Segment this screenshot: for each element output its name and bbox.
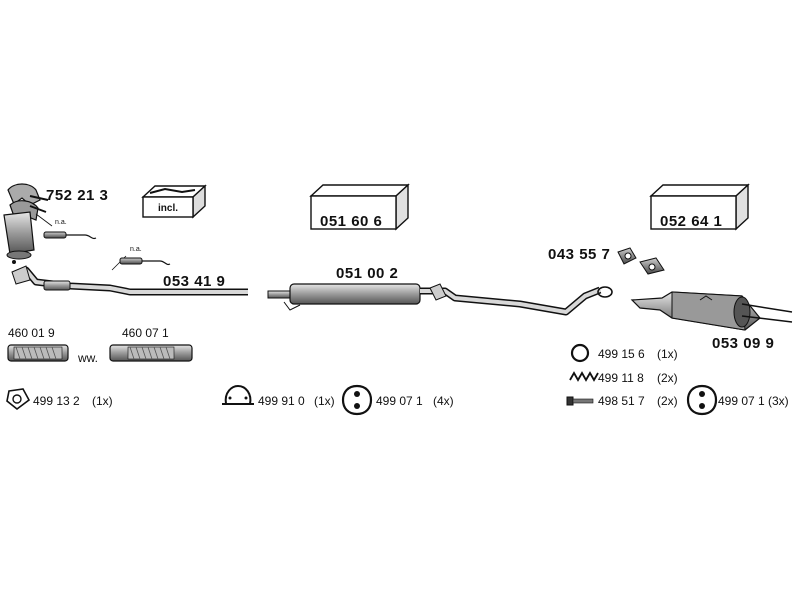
middle-silencer-icon[interactable]	[267, 283, 613, 316]
rear-hanger-label: 043 55 7	[548, 246, 611, 263]
flex-pipe-1-icon[interactable]	[7, 344, 69, 362]
mount-kit-box-1-icon[interactable]	[309, 183, 410, 231]
accessory-part-label: 498 51 7	[598, 394, 645, 408]
flex-separator-label: ww.	[78, 351, 99, 365]
accessory-qty-label: (1x)	[657, 347, 678, 361]
sensor-note-1: n.a.	[55, 219, 67, 226]
flex-pipe-2-icon[interactable]	[109, 344, 193, 362]
accessory-part-label: 499 13 2	[33, 394, 80, 408]
catalytic-converter-label: 752 21 3	[46, 187, 109, 204]
incl-label: incl.	[158, 203, 179, 214]
accessory-part-label: 499 11 8	[598, 371, 644, 385]
mount-kit-box-2-icon[interactable]	[649, 183, 750, 231]
mount-kit-1-label: 051 60 6	[320, 213, 383, 230]
rubber-mount-icon	[341, 384, 373, 416]
rubber-mount-icon	[686, 384, 718, 416]
accessory-part-label: 499 15 6	[598, 347, 645, 361]
accessory-qty-label: (1x)	[92, 394, 113, 408]
accessory-qty-label: (1x)	[314, 394, 335, 408]
catalytic-converter-icon[interactable]	[3, 183, 49, 264]
rear-hanger-icon[interactable]	[617, 247, 665, 275]
accessory-part-label: 499 91 0	[258, 394, 305, 408]
oxygen-sensor-1-icon[interactable]	[35, 213, 97, 240]
front-pipe-icon[interactable]	[11, 265, 248, 296]
flex-pipe-2-label: 460 07 1	[122, 326, 169, 340]
oxygen-sensor-2-icon[interactable]	[111, 255, 171, 271]
middle-silencer-label: 051 00 2	[336, 265, 399, 282]
clamp-icon	[222, 384, 254, 405]
sensor-note-2: n.a.	[130, 246, 142, 253]
spring-icon	[569, 371, 599, 382]
mount-kit-2-label: 052 64 1	[660, 213, 723, 230]
rear-silencer-icon[interactable]	[630, 291, 793, 331]
accessory-part-label: 499 07 1	[718, 394, 765, 408]
bolt-icon	[566, 396, 594, 406]
accessory-qty-label: (2x)	[657, 394, 678, 408]
accessory-part-label: 499 07 1	[376, 394, 423, 408]
accessory-qty-label: (2x)	[657, 371, 678, 385]
ring-icon	[570, 343, 590, 363]
accessory-qty-label: (4x)	[433, 394, 454, 408]
front-pipe-label: 053 41 9	[163, 273, 226, 290]
accessory-qty-label: (3x)	[768, 394, 789, 408]
flex-pipe-1-label: 460 01 9	[8, 326, 55, 340]
rear-silencer-label: 053 09 9	[712, 335, 775, 352]
gasket-icon	[6, 388, 31, 411]
incl-box-icon	[141, 184, 207, 219]
